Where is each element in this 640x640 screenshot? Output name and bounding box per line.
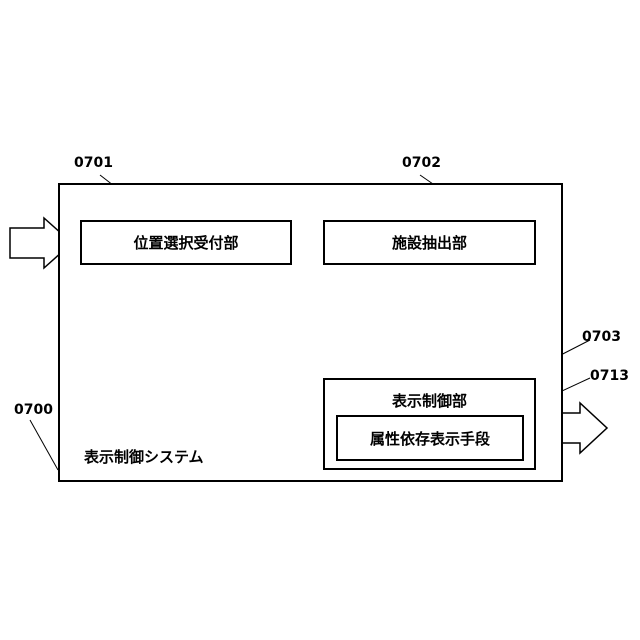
ref-0703: 0703: [582, 329, 621, 345]
attribute-display-block: 属性依存表示手段: [336, 415, 524, 461]
facility-extraction-label: 施設抽出部: [392, 232, 467, 253]
attribute-display-label: 属性依存表示手段: [370, 428, 490, 449]
ref-0713: 0713: [590, 368, 629, 384]
leader-line-0700: [30, 420, 58, 470]
ref-0700: 0700: [14, 402, 53, 418]
position-selection-block: 位置選択受付部: [80, 220, 292, 265]
ref-0701: 0701: [74, 155, 113, 171]
facility-extraction-block: 施設抽出部: [323, 220, 536, 265]
position-selection-label: 位置選択受付部: [133, 232, 238, 253]
system-label: 表示制御システム: [84, 446, 204, 467]
display-control-label: 表示制御部: [325, 390, 534, 411]
ref-0702: 0702: [402, 155, 441, 171]
